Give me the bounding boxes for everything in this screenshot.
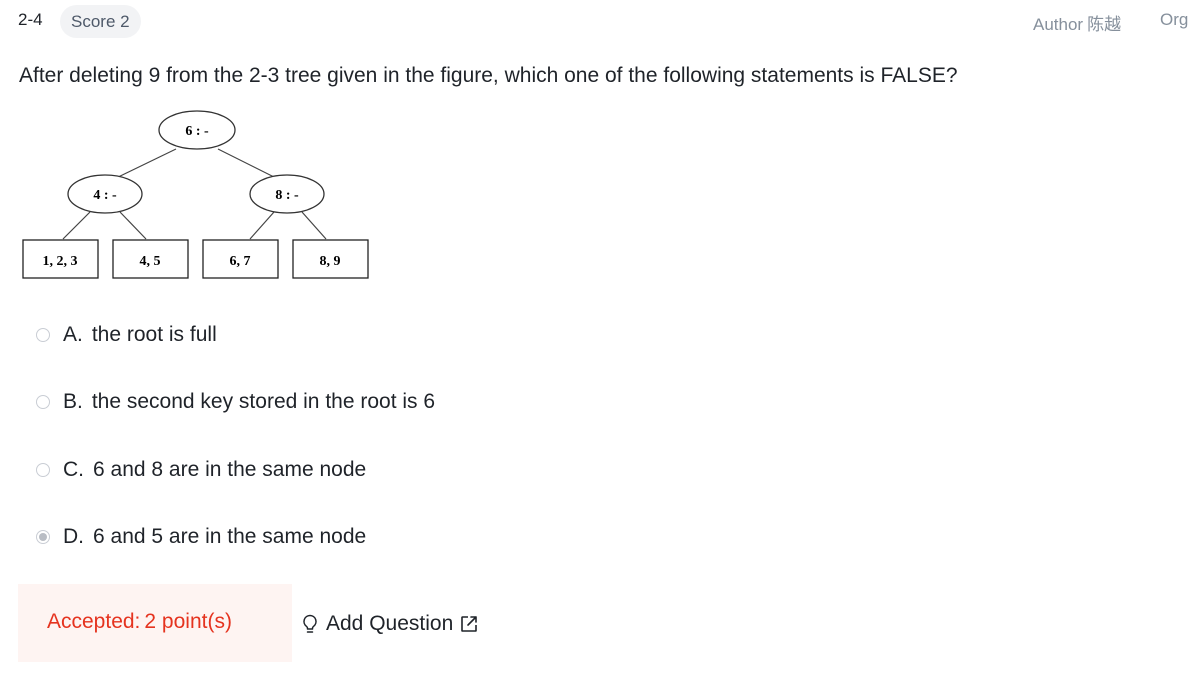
result-points: 2 point(s) bbox=[144, 610, 232, 633]
leaf-node-label: 4, 5 bbox=[140, 254, 161, 269]
add-question-label: Add Question bbox=[326, 612, 454, 635]
option-letter: C. bbox=[63, 458, 84, 481]
option-b[interactable]: B. the second key stored in the root is … bbox=[36, 388, 435, 416]
leaf-node-label: 6, 7 bbox=[230, 254, 251, 269]
org-label: Org bbox=[1160, 10, 1189, 29]
option-a[interactable]: A. the root is full bbox=[36, 321, 217, 349]
leaf-node bbox=[112, 239, 189, 279]
option-text: the root is full bbox=[91, 323, 217, 346]
tree-figure: 6 : - 4 : - 8 : - 1, 2, 3 4, 5 6, 7 8, 9 bbox=[18, 108, 378, 288]
root-node-label: 6 : - bbox=[185, 124, 209, 139]
radio-option-d[interactable] bbox=[36, 530, 50, 544]
option-letter: B. bbox=[63, 390, 83, 413]
internal-node-left-label: 4 : - bbox=[93, 188, 117, 203]
author-label: Author bbox=[1033, 15, 1084, 34]
tree-edge bbox=[217, 148, 281, 181]
radio-option-b[interactable] bbox=[36, 395, 50, 409]
option-text: 6 and 5 are in the same node bbox=[93, 525, 367, 548]
leaf-node bbox=[292, 239, 369, 279]
score-badge: Score 2 bbox=[60, 5, 141, 38]
result-panel: Accepted:2 point(s) bbox=[18, 584, 292, 662]
internal-node-right bbox=[249, 174, 325, 214]
question-text: After deleting 9 from the 2-3 tree given… bbox=[19, 64, 958, 87]
tree-edge bbox=[301, 211, 327, 240]
result-status-label: Accepted: bbox=[47, 610, 141, 633]
external-link-icon bbox=[459, 614, 479, 634]
tree-edge bbox=[111, 148, 177, 181]
leaf-node-label: 1, 2, 3 bbox=[43, 254, 78, 269]
radio-option-c[interactable] bbox=[36, 463, 50, 477]
problem-id: 2-4 bbox=[18, 10, 43, 29]
lightbulb-icon bbox=[300, 613, 320, 635]
tree-diagram: 6 : - 4 : - 8 : - 1, 2, 3 4, 5 6, 7 8, 9 bbox=[22, 110, 369, 279]
leaf-node-label: 8, 9 bbox=[320, 254, 341, 269]
option-c[interactable]: C. 6 and 8 are in the same node bbox=[36, 456, 366, 484]
internal-node-right-label: 8 : - bbox=[275, 188, 299, 203]
author-name[interactable]: 陈越 bbox=[1087, 15, 1122, 34]
radio-option-a[interactable] bbox=[36, 328, 50, 342]
root-node bbox=[158, 110, 236, 150]
option-d[interactable]: D. 6 and 5 are in the same node bbox=[36, 523, 366, 551]
add-question-link[interactable]: Add Question bbox=[300, 610, 479, 638]
option-text: 6 and 8 are in the same node bbox=[93, 458, 367, 481]
leaf-node bbox=[22, 239, 99, 279]
internal-node-left bbox=[67, 174, 143, 214]
tree-edge bbox=[62, 211, 91, 240]
option-text: the second key stored in the root is 6 bbox=[91, 390, 436, 413]
tree-edge bbox=[249, 211, 275, 240]
tree-edge bbox=[119, 211, 147, 240]
option-letter: A. bbox=[63, 323, 83, 346]
result-status: Accepted:2 point(s) bbox=[47, 610, 232, 634]
option-letter: D. bbox=[63, 525, 84, 548]
leaf-node bbox=[202, 239, 279, 279]
